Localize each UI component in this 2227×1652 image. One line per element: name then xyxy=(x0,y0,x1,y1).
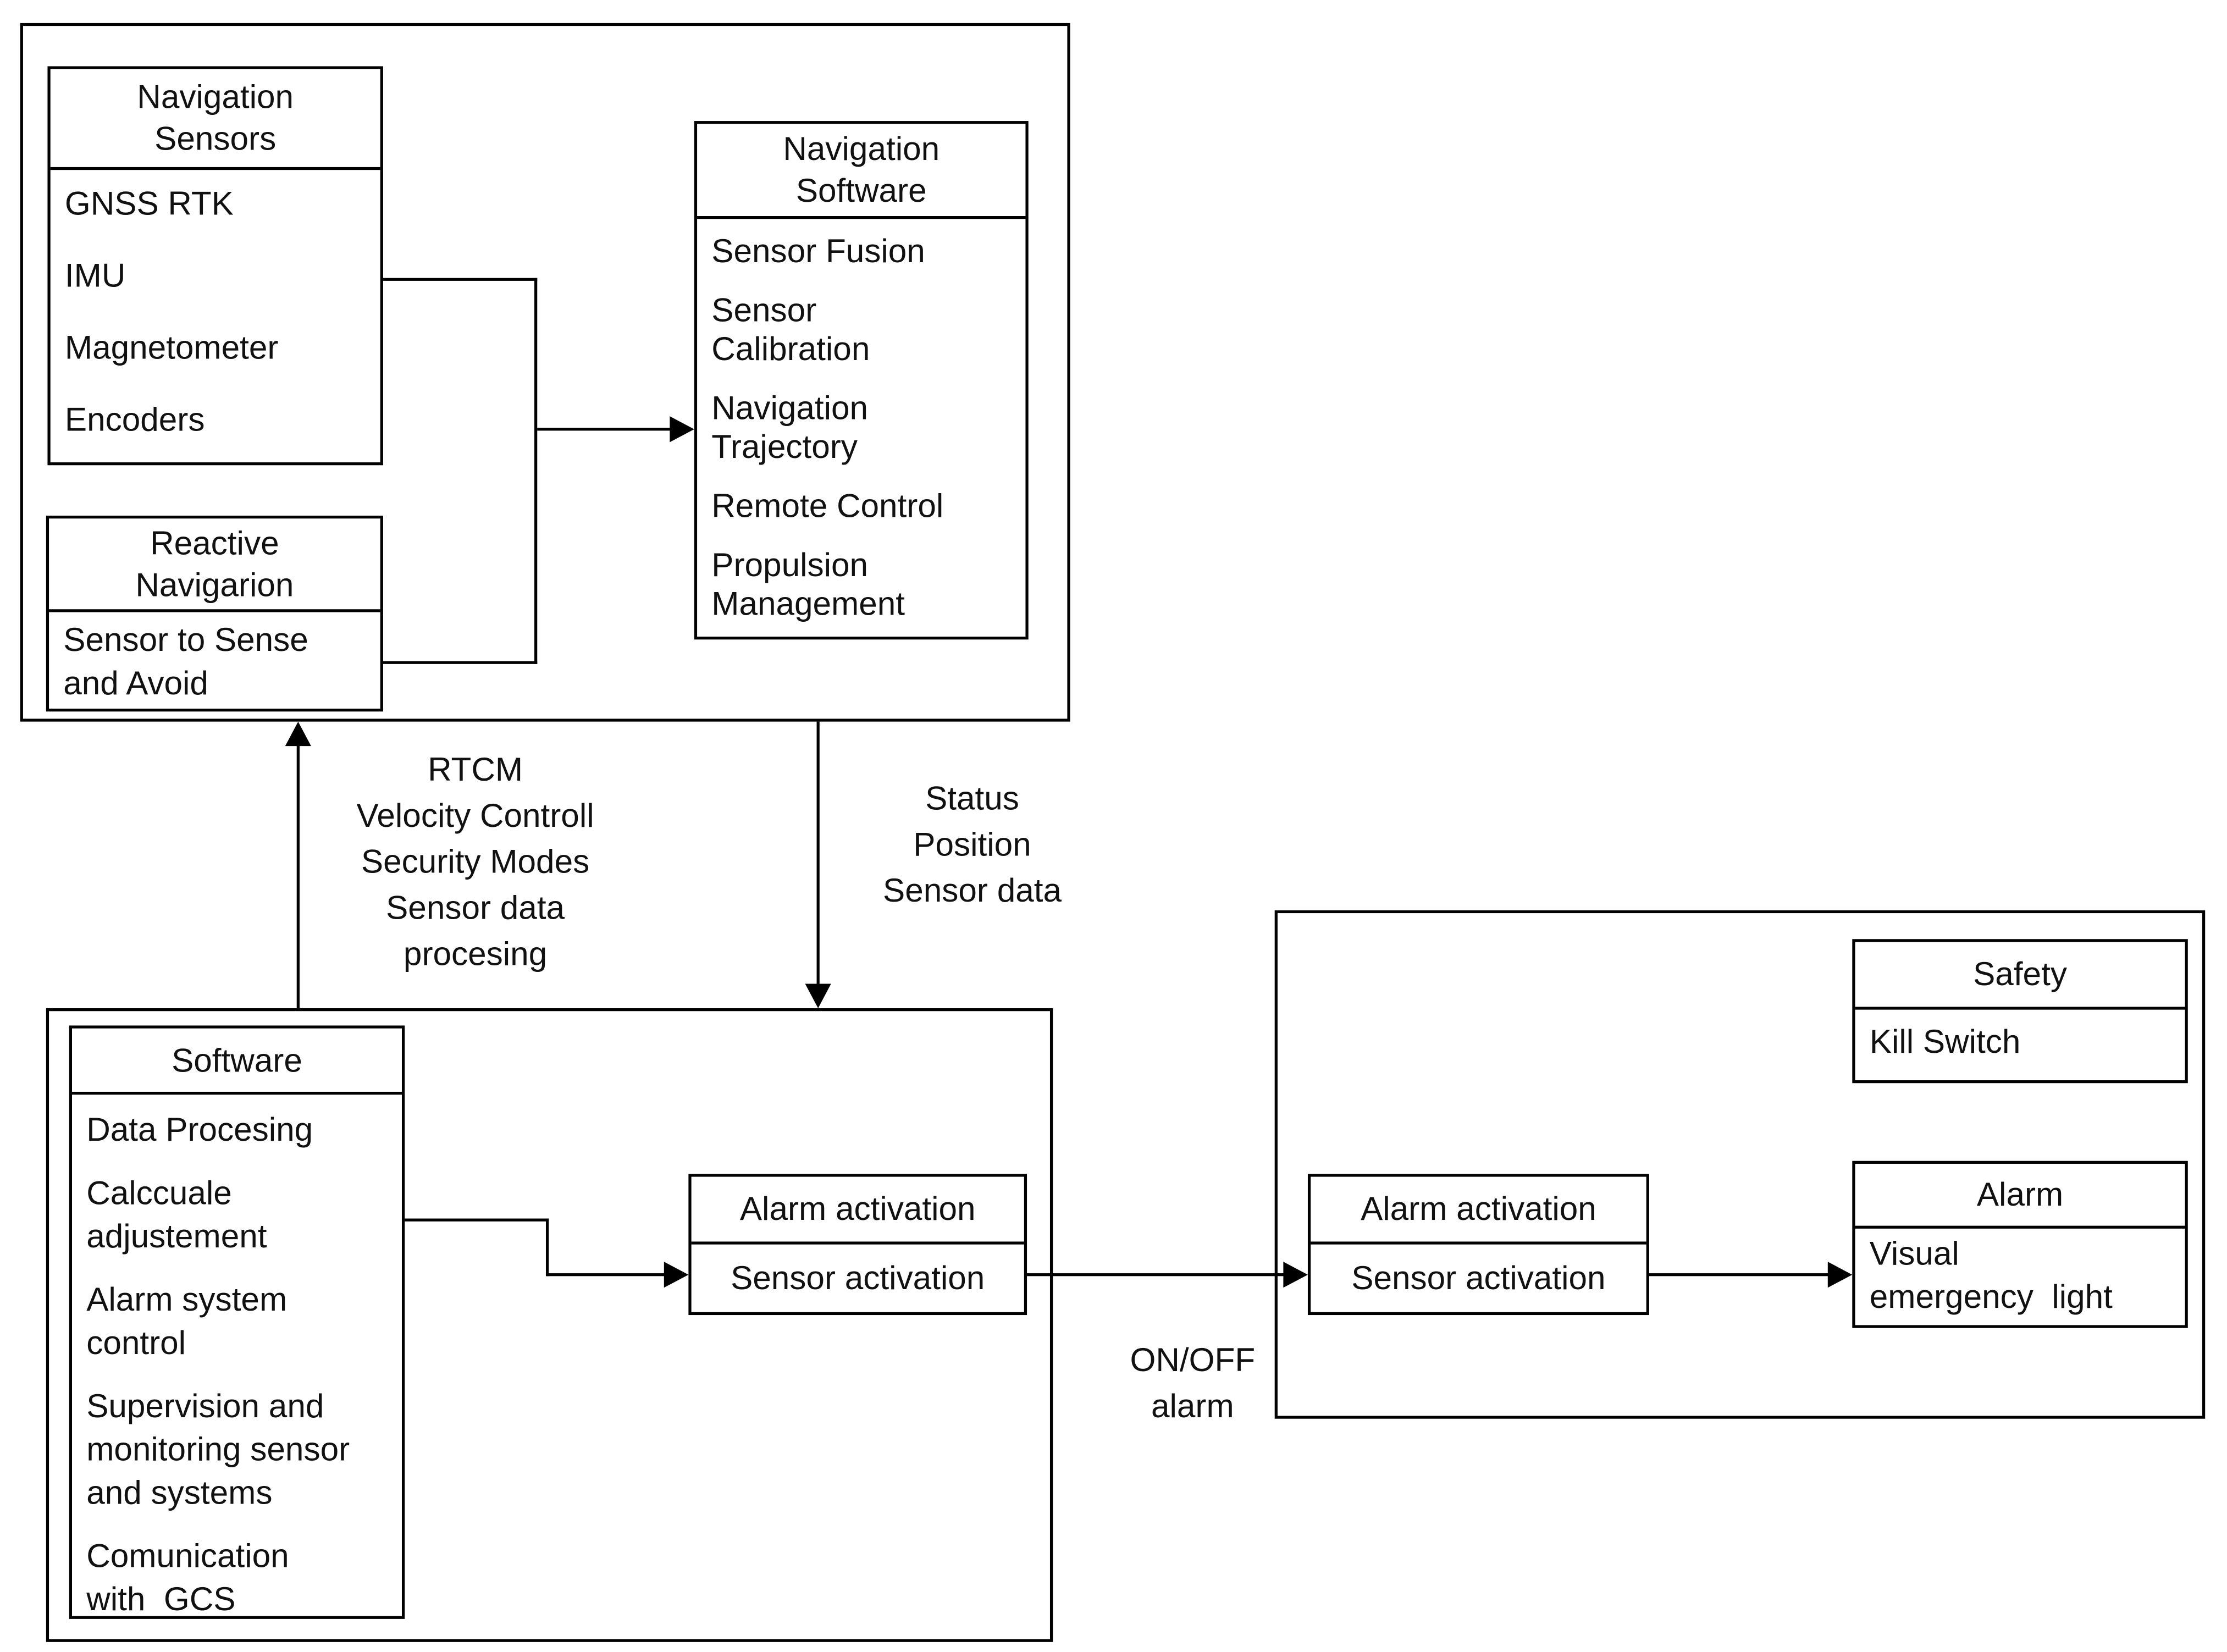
flow-label-onoff-alarm: ON/OFF alarm xyxy=(1130,1341,1256,1425)
connector-line xyxy=(545,1218,549,1277)
connector-line xyxy=(383,661,538,664)
connector-line xyxy=(405,1218,549,1222)
flow-label-rtcm: RTCM Velocity Controll Security Modes Se… xyxy=(356,750,594,973)
navigation-sensors-box: Navigation Sensors GNSS RTK IMU Magnetom… xyxy=(47,66,383,466)
software-items: Data Procesing Calccuale adjustement Ala… xyxy=(72,1095,402,1620)
arrowhead-right xyxy=(1283,1262,1308,1288)
safety-box: Safety Kill Switch xyxy=(1852,939,2188,1084)
arrowhead-right xyxy=(1827,1262,1853,1288)
software-item: Alarm system control xyxy=(86,1280,288,1361)
connector-line xyxy=(1027,1273,1286,1277)
alarm-activation-row: Alarm activation xyxy=(691,1177,1024,1245)
navigation-software-items: Sensor Fusion Sensor Calibration Navigat… xyxy=(697,219,1025,623)
software-item: Supervision and monitoring sensor and sy… xyxy=(86,1387,350,1511)
reactive-navigation-title: Reactive Navigarion xyxy=(49,518,380,612)
arrowhead-right xyxy=(664,1262,689,1288)
software-item: Comunication with GCS xyxy=(86,1537,289,1618)
flow-label-status: Status Position Sensor data xyxy=(883,779,1062,909)
arrowhead-right xyxy=(670,416,694,443)
connector-line xyxy=(1649,1273,1831,1277)
connector-line xyxy=(383,278,538,281)
reactive-navigation-body: Sensor to Sense and Avoid xyxy=(63,621,308,701)
software-item: Calccuale adjustement xyxy=(86,1174,267,1255)
navigation-sensors-title: Navigation Sensors xyxy=(50,69,380,170)
navigation-sensors-items: GNSS RTK IMU Magnetometer Encoders xyxy=(51,170,380,439)
sensor-activation-row: Sensor activation xyxy=(731,1258,985,1296)
sensor-item: Magnetometer xyxy=(64,328,279,366)
sensor-item: GNSS RTK xyxy=(64,184,234,222)
alarm-activation-box-right: Alarm activation Sensor activation xyxy=(1307,1174,1649,1316)
arrowhead-up xyxy=(285,721,311,747)
connector-line xyxy=(534,278,538,664)
safety-body: Kill Switch xyxy=(1869,1023,2021,1060)
connector-line xyxy=(537,428,671,431)
sensor-item: Encoders xyxy=(64,400,205,438)
alarm-title: Alarm xyxy=(1855,1164,2185,1229)
alarm-body: Visual emergency light xyxy=(1869,1234,2113,1316)
arrowhead-down xyxy=(805,984,831,1008)
navigation-system-container xyxy=(20,23,1070,722)
alarm-activation-row: Alarm activation xyxy=(1311,1177,1646,1245)
sensor-item: IMU xyxy=(64,256,126,294)
software-title: Software xyxy=(72,1029,402,1095)
safety-alarm-container xyxy=(1274,910,2206,1419)
software-box: Software Data Procesing Calccuale adjust… xyxy=(69,1025,405,1620)
software-item: Sensor Calibration xyxy=(711,291,870,368)
connector-line xyxy=(545,1273,667,1277)
software-item: Navigation Trajectory xyxy=(711,389,869,466)
sensor-activation-row: Sensor activation xyxy=(1351,1258,1606,1296)
software-item: Sensor Fusion xyxy=(711,231,925,269)
software-item: Data Procesing xyxy=(86,1110,313,1148)
software-item: Propulsion Management xyxy=(711,545,905,622)
reactive-navigation-box: Reactive Navigarion Sensor to Sense and … xyxy=(46,515,383,712)
connector-line xyxy=(296,740,300,1008)
connector-line xyxy=(816,721,820,987)
navigation-software-box: Navigation Software Sensor Fusion Sensor… xyxy=(694,121,1029,640)
navigation-software-title: Navigation Software xyxy=(697,124,1026,219)
safety-title: Safety xyxy=(1855,942,2185,1010)
alarm-box: Alarm Visual emergency light xyxy=(1852,1161,2188,1328)
alarm-activation-box-left: Alarm activation Sensor activation xyxy=(688,1174,1027,1316)
software-item: Remote Control xyxy=(711,487,944,524)
control-system-container xyxy=(46,1008,1053,1642)
